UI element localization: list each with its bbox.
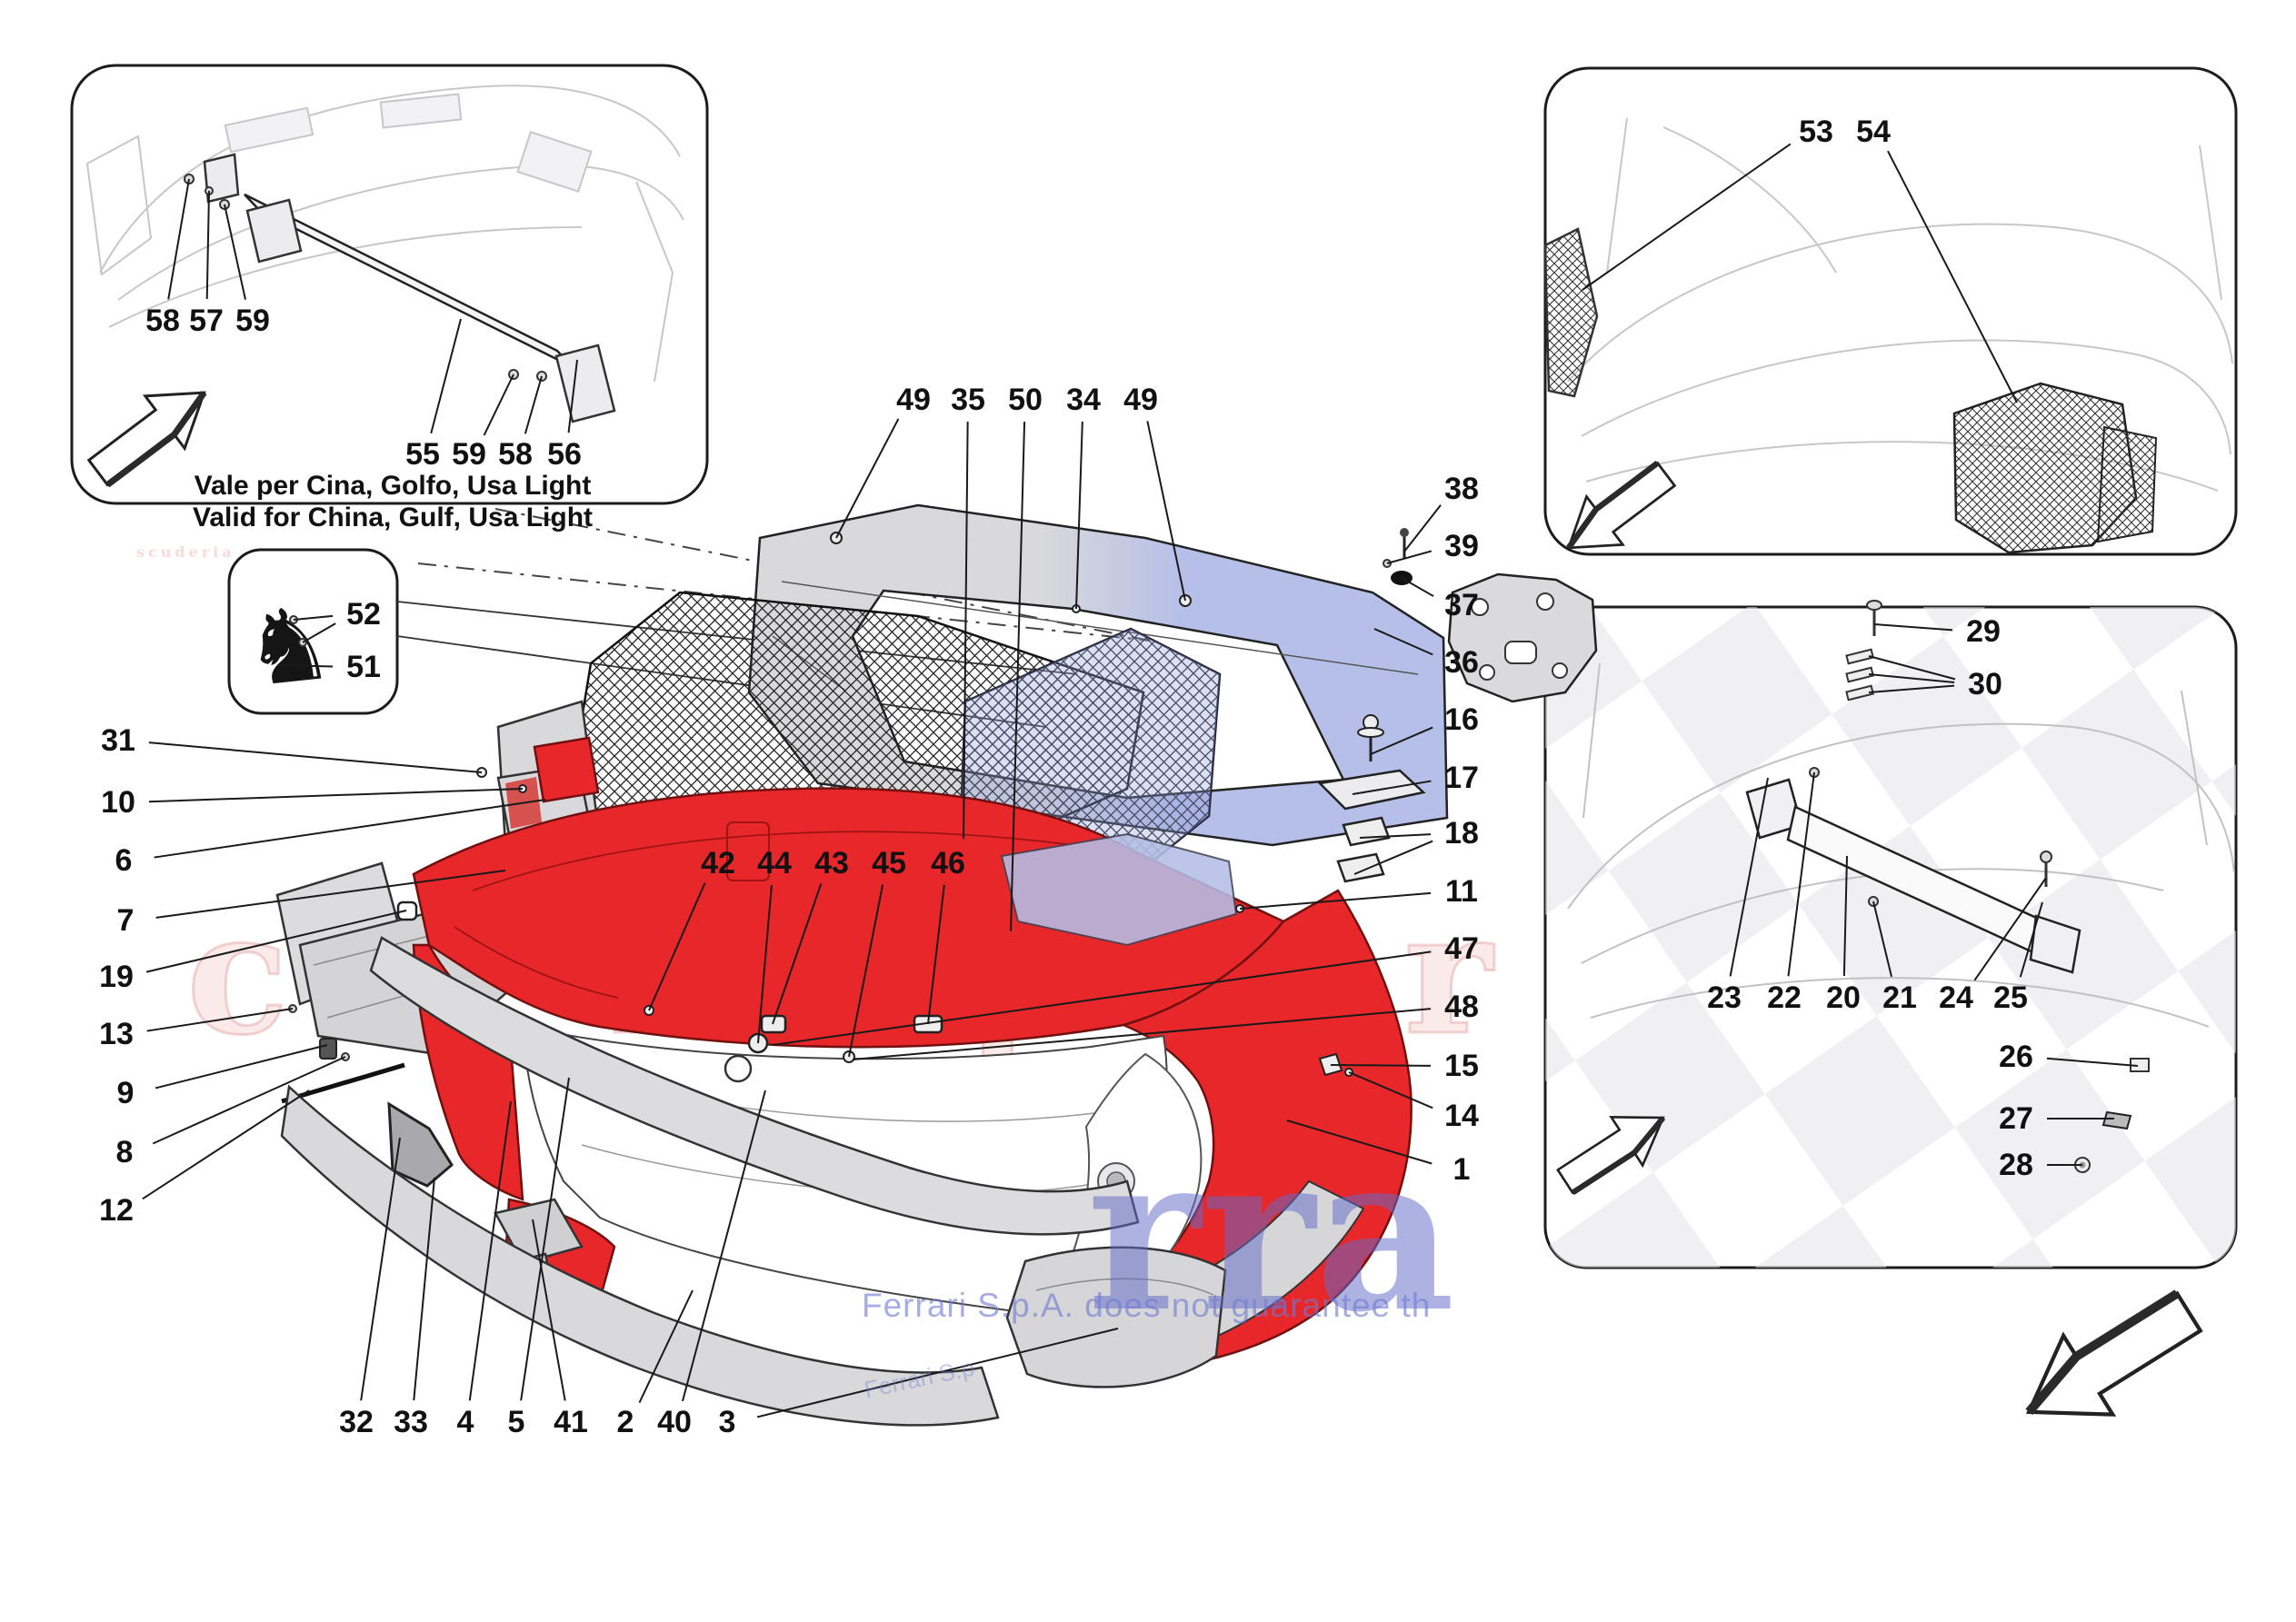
leader-line-21: [1872, 901, 1892, 978]
leader-line-49: [835, 418, 900, 539]
leader-line-30: [1868, 684, 1955, 693]
leader-line-37: [1401, 577, 1434, 597]
leader-line-34: [1075, 421, 1083, 610]
leader-line-1: [1286, 1119, 1433, 1165]
leader-line-51: [279, 664, 334, 668]
leader-line-11: [1239, 891, 1432, 910]
main-assembly: [275, 503, 1598, 1427]
crossbar-assembly: [184, 153, 616, 423]
leader-line-22: [1787, 771, 1815, 977]
leader-line-7: [155, 870, 506, 919]
leader-line-44: [757, 884, 773, 1044]
leader-line-10: [148, 788, 524, 803]
leader-line-59: [483, 373, 514, 436]
leader-line-38: [1403, 504, 1442, 552]
leader-line-2: [638, 1289, 694, 1404]
leader-line-58: [167, 178, 190, 300]
leader-line-46: [927, 884, 945, 1025]
leader-line-42: [648, 882, 706, 1011]
checkered-flag-watermark: [1545, 607, 2236, 1268]
leader-line-57: [205, 190, 210, 300]
leader-lines: [142, 143, 2139, 1418]
leader-line-55: [430, 318, 462, 434]
leader-line-53: [1582, 143, 1792, 291]
leader-line-48: [852, 1008, 1432, 1060]
leader-line-36: [1373, 628, 1433, 656]
leader-line-54: [1887, 150, 2018, 403]
leader-line-6: [154, 799, 546, 859]
mesh-patch-left: [1543, 227, 1599, 398]
leader-line-20: [1842, 855, 1848, 977]
inset-mid-right: [1543, 600, 2238, 1269]
leader-line-35: [963, 421, 969, 840]
faint-car-lineart: [1567, 662, 2235, 1028]
leader-line-52: [293, 614, 334, 621]
leader-line-32: [360, 1137, 401, 1401]
leader-line-56: [567, 359, 578, 433]
leader-line-50: [1010, 421, 1026, 932]
prancing-horse-icon: ♞: [237, 583, 340, 711]
leader-line-49: [1146, 421, 1186, 602]
leader-line-18: [1359, 833, 1432, 839]
leader-line-16: [1370, 726, 1433, 755]
leader-line-58: [524, 375, 543, 434]
leader-line-15: [1330, 1064, 1432, 1067]
fastener-stack: [1317, 714, 1426, 883]
leader-line-19: [145, 910, 407, 973]
leader-line-3: [756, 1328, 1119, 1418]
faint-car-lineart: [85, 85, 684, 383]
leader-line-59: [224, 204, 246, 300]
leader-line-13: [146, 1008, 294, 1032]
leader-line-12: [142, 1090, 310, 1200]
leader-line-8: [152, 1056, 346, 1145]
leader-line-24: [1973, 877, 2047, 981]
faint-car-lineart: [1567, 117, 2233, 492]
leader-line-23: [1729, 777, 1769, 977]
front-lip-spoiler: [280, 1084, 1227, 1427]
leader-line-47: [772, 950, 1432, 1046]
leader-line-30: [1868, 673, 1955, 683]
leader-line-17: [1352, 780, 1432, 795]
leader-line-14: [1348, 1071, 1433, 1110]
leader-line-9: [155, 1044, 328, 1090]
leader-line-41: [532, 1219, 566, 1401]
leader-line-25: [2019, 901, 2043, 978]
leader-line-40: [682, 1090, 766, 1402]
inset-top-left: [70, 64, 709, 505]
leader-line-29: [1873, 623, 1953, 632]
air-scoop-blade: [1000, 832, 1238, 947]
leader-line-52: [302, 622, 336, 643]
lower-beam-assembly: [1745, 600, 2150, 1173]
inset-top-right: [1543, 66, 2238, 573]
leader-line-30: [1868, 655, 1956, 681]
variant-note-italian: Vale per Cina, Golfo, Usa Light: [194, 471, 592, 501]
leader-line-43: [772, 883, 823, 1025]
leader-line-39: [1386, 550, 1433, 564]
mesh-patch-right-flap: [2096, 425, 2158, 543]
leader-line-45: [848, 884, 884, 1058]
leader-line-26: [2046, 1057, 2139, 1067]
leader-line-5: [520, 1077, 570, 1401]
variant-note-english: Valid for China, Gulf, Usa Light: [192, 503, 594, 532]
direction-arrow-sw-large-icon: [2004, 1273, 2213, 1452]
leader-line-4: [468, 1100, 512, 1401]
leader-line-18: [1353, 840, 1433, 875]
leader-line-31: [148, 741, 483, 773]
leader-line-33: [413, 1177, 435, 1401]
